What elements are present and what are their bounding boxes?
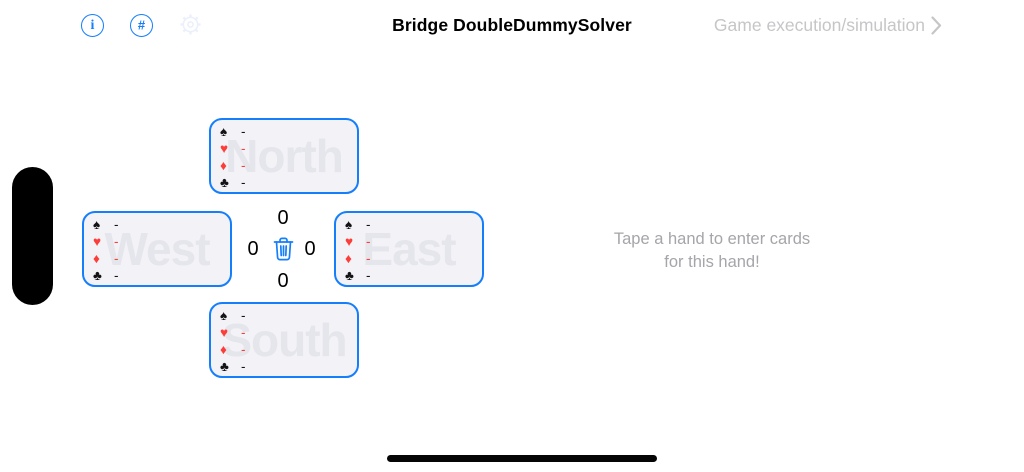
chevron-right-icon	[931, 16, 942, 35]
hand-east[interactable]: East ♠ - ♥ - ♦ - ♣ -	[334, 211, 484, 287]
heart-icon: ♥	[345, 234, 354, 249]
trash-icon	[272, 237, 295, 265]
home-indicator[interactable]	[387, 455, 657, 462]
clear-hands-button[interactable]	[272, 236, 295, 262]
hint-line-2: for this hand!	[664, 253, 760, 271]
suit-row-diamonds: ♦ -	[93, 250, 230, 267]
suit-cards: -	[241, 325, 246, 340]
diamond-icon: ♦	[93, 251, 100, 266]
hand-number-button[interactable]: #	[130, 14, 153, 37]
suit-row-diamonds: ♦ -	[220, 341, 357, 358]
suit-row-clubs: ♣ -	[345, 267, 482, 284]
suit-cards: -	[241, 141, 246, 156]
spade-icon: ♠	[93, 217, 101, 232]
hint-line-1: Tape a hand to enter cards	[613, 230, 811, 248]
trick-count-west: 0	[247, 238, 259, 260]
suit-row-clubs: ♣ -	[93, 267, 230, 284]
suit-row-diamonds: ♦ -	[220, 157, 357, 174]
club-icon: ♣	[220, 359, 229, 374]
diamond-icon: ♦	[220, 342, 227, 357]
diamond-icon: ♦	[220, 158, 227, 173]
gear-icon	[178, 12, 203, 40]
suit-cards: -	[241, 308, 246, 323]
hand-north-suits: ♠ - ♥ - ♦ - ♣ -	[211, 120, 357, 192]
info-circle-icon: i	[90, 17, 95, 33]
suit-cards: -	[241, 124, 246, 139]
hand-west[interactable]: West ♠ - ♥ - ♦ - ♣ -	[82, 211, 232, 287]
trick-count-south: 0	[277, 270, 289, 292]
club-icon: ♣	[345, 268, 354, 283]
suit-row-spades: ♠ -	[345, 216, 482, 233]
trick-count-north: 0	[277, 207, 289, 229]
suit-cards: -	[114, 251, 119, 266]
suit-row-hearts: ♥ -	[220, 324, 357, 341]
suit-cards: -	[366, 217, 371, 232]
diamond-icon: ♦	[345, 251, 352, 266]
suit-row-hearts: ♥ -	[220, 140, 357, 157]
suit-row-spades: ♠ -	[220, 307, 357, 324]
suit-row-clubs: ♣ -	[220, 174, 357, 191]
nav-label: Game execution/simulation	[713, 15, 925, 35]
trick-count-east: 0	[304, 238, 316, 260]
hand-east-suits: ♠ - ♥ - ♦ - ♣ -	[336, 213, 482, 285]
heart-icon: ♥	[220, 325, 229, 340]
hand-south[interactable]: South ♠ - ♥ - ♦ - ♣ -	[209, 302, 359, 378]
suit-cards: -	[114, 234, 119, 249]
suit-cards: -	[241, 342, 246, 357]
suit-cards: -	[114, 217, 119, 232]
club-icon: ♣	[220, 175, 229, 190]
settings-button	[178, 13, 203, 38]
suit-row-hearts: ♥ -	[93, 233, 230, 250]
suit-cards: -	[241, 175, 246, 190]
spade-icon: ♠	[220, 124, 228, 139]
suit-cards: -	[241, 158, 246, 173]
hand-west-suits: ♠ - ♥ - ♦ - ♣ -	[84, 213, 230, 285]
hint-message: Tape a hand to enter cards for this hand…	[562, 228, 862, 274]
camera-notch	[12, 167, 53, 305]
info-button[interactable]: i	[81, 14, 104, 37]
heart-icon: ♥	[93, 234, 102, 249]
suit-row-spades: ♠ -	[93, 216, 230, 233]
hand-south-suits: ♠ - ♥ - ♦ - ♣ -	[211, 304, 357, 376]
spade-icon: ♠	[220, 308, 228, 323]
nav-game-execution[interactable]: Game execution/simulation	[714, 15, 942, 36]
suit-cards: -	[114, 268, 119, 283]
suit-row-clubs: ♣ -	[220, 358, 357, 375]
spade-icon: ♠	[345, 217, 353, 232]
suit-row-spades: ♠ -	[220, 123, 357, 140]
club-icon: ♣	[93, 268, 102, 283]
suit-row-diamonds: ♦ -	[345, 250, 482, 267]
suit-cards: -	[366, 251, 371, 266]
suit-cards: -	[366, 234, 371, 249]
suit-row-hearts: ♥ -	[345, 233, 482, 250]
number-circle-icon: #	[137, 17, 146, 33]
suit-cards: -	[241, 359, 246, 374]
page-title: Bridge DoubleDummySolver	[392, 15, 632, 35]
suit-cards: -	[366, 268, 371, 283]
hand-north[interactable]: North ♠ - ♥ - ♦ - ♣ -	[209, 118, 359, 194]
heart-icon: ♥	[220, 141, 229, 156]
